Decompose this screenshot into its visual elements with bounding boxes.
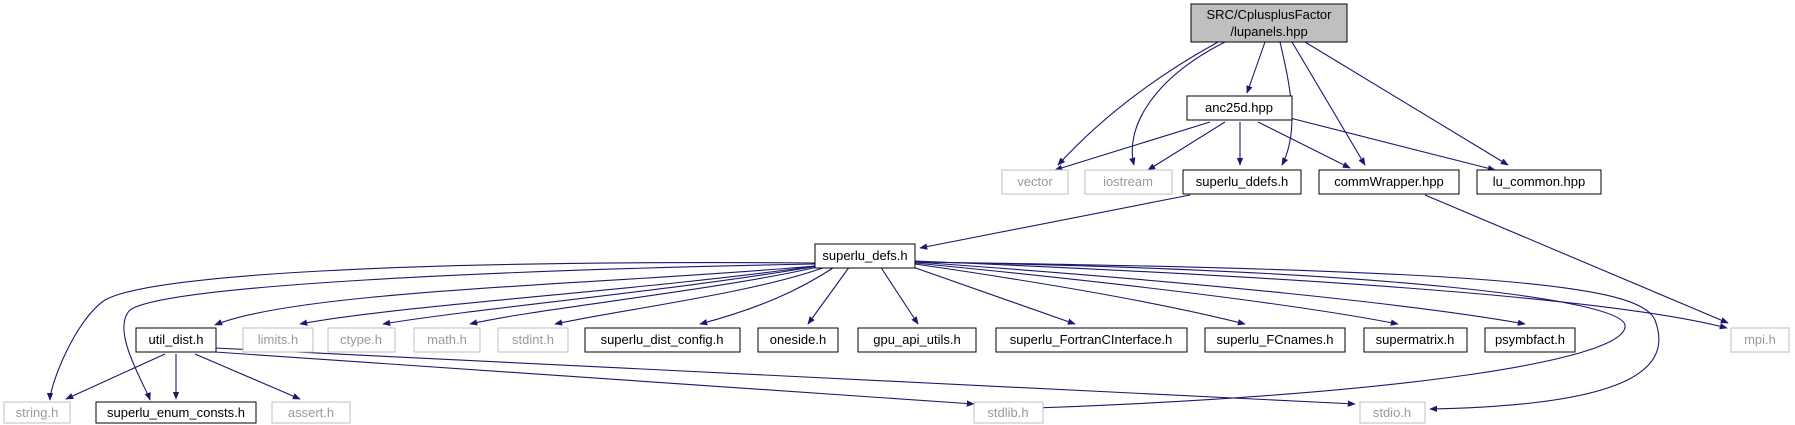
edge-superlu-defs-to-fcnames xyxy=(914,263,1246,326)
node-commwrapper-hpp[interactable]: commWrapper.hpp xyxy=(1318,169,1460,195)
svg-text:anc25d.hpp: anc25d.hpp xyxy=(1205,100,1273,115)
svg-text:assert.h: assert.h xyxy=(288,405,334,420)
nodes: SRC/CplusplusFactor /lupanels.hpp anc25d… xyxy=(3,3,1790,424)
edge-root-to-vector xyxy=(1057,41,1219,166)
node-supermatrix-h[interactable]: supermatrix.h xyxy=(1363,327,1468,353)
edge-superlu-defs-to-limits xyxy=(299,265,816,326)
svg-text:stdint.h: stdint.h xyxy=(512,332,554,347)
node-string-h[interactable]: string.h xyxy=(3,401,71,424)
svg-text:superlu_enum_consts.h: superlu_enum_consts.h xyxy=(107,405,245,420)
edge-superlu-defs-to-math xyxy=(469,265,823,326)
edge-superlu-defs-to-fortrancinterface xyxy=(909,265,1076,325)
node-superlu-fcnames-h[interactable]: superlu_FCnames.h xyxy=(1204,327,1346,353)
svg-text:supermatrix.h: supermatrix.h xyxy=(1376,332,1455,347)
node-lupanels-hpp-line1: SRC/CplusplusFactor xyxy=(1207,7,1333,22)
edge-superlu-defs-to-mpi xyxy=(914,260,1728,330)
node-stdlib-h[interactable]: stdlib.h xyxy=(973,401,1044,424)
svg-text:superlu_FortranCInterface.h: superlu_FortranCInterface.h xyxy=(1010,332,1173,347)
node-iostream[interactable]: iostream xyxy=(1084,169,1173,195)
node-superlu-fortrancinterface-h[interactable]: superlu_FortranCInterface.h xyxy=(995,327,1188,353)
node-lupanels-hpp[interactable]: SRC/CplusplusFactor /lupanels.hpp xyxy=(1190,3,1348,43)
node-superlu-ddefs-h[interactable]: superlu_ddefs.h xyxy=(1182,169,1302,195)
node-math-h[interactable]: math.h xyxy=(413,327,481,353)
edge-superlu-defs-to-stdint xyxy=(554,265,829,326)
svg-text:iostream: iostream xyxy=(1103,174,1153,189)
node-gpu-api-utils-h[interactable]: gpu_api_utils.h xyxy=(857,327,977,353)
edge-anc25d-to-lu-common xyxy=(1289,117,1496,172)
svg-text:psymbfact.h: psymbfact.h xyxy=(1495,332,1565,347)
svg-text:string.h: string.h xyxy=(16,405,59,420)
edge-util-dist-to-stdio xyxy=(214,347,1356,407)
svg-text:oneside.h: oneside.h xyxy=(770,332,826,347)
svg-text:mpi.h: mpi.h xyxy=(1744,332,1776,347)
svg-text:stdlib.h: stdlib.h xyxy=(987,405,1028,420)
node-anc25d-hpp[interactable]: anc25d.hpp xyxy=(1186,95,1293,121)
svg-text:ctype.h: ctype.h xyxy=(340,332,382,347)
edge-superlu-defs-to-stdlib xyxy=(914,261,1626,411)
edge-root-to-anc25d xyxy=(1246,41,1266,94)
edge-root-to-lu-common xyxy=(1304,41,1509,166)
node-vector[interactable]: vector xyxy=(1001,169,1069,195)
edge-util-dist-to-assert xyxy=(194,353,301,400)
edge-commwrapper-to-mpi xyxy=(1424,194,1729,324)
edge-superlu-defs-to-oneside xyxy=(807,265,851,325)
edge-superlu-defs-to-string xyxy=(46,262,816,401)
edge-superlu-defs-to-supermatrix xyxy=(914,262,1399,326)
node-mpi-h[interactable]: mpi.h xyxy=(1730,327,1790,353)
edge-superlu-defs-to-superlu-dist-config xyxy=(699,265,837,326)
edge-root-to-iostream xyxy=(1129,41,1226,166)
node-lu-common-hpp[interactable]: lu_common.hpp xyxy=(1476,169,1602,195)
edges xyxy=(46,41,1729,413)
node-limits-h[interactable]: limits.h xyxy=(242,327,314,353)
edge-superlu-defs-to-enum-consts xyxy=(123,263,816,401)
node-stdint-h[interactable]: stdint.h xyxy=(497,327,569,353)
edge-superlu-defs-to-util-dist xyxy=(214,265,816,326)
node-superlu-defs-h[interactable]: superlu_defs.h xyxy=(814,243,916,269)
node-assert-h[interactable]: assert.h xyxy=(271,401,351,424)
edge-root-to-commwrapper xyxy=(1291,41,1366,166)
edge-superlu-defs-to-gpu-api-utils xyxy=(879,265,919,325)
edge-superlu-defs-to-stdio xyxy=(914,261,1660,413)
svg-text:stdio.h: stdio.h xyxy=(1373,405,1411,420)
node-ctype-h[interactable]: ctype.h xyxy=(327,327,396,353)
edge-anc25d-to-vector xyxy=(1054,121,1211,171)
node-superlu-dist-config-h[interactable]: superlu_dist_config.h xyxy=(584,327,741,353)
svg-text:superlu_FCnames.h: superlu_FCnames.h xyxy=(1216,332,1333,347)
node-psymbfact-h[interactable]: psymbfact.h xyxy=(1484,327,1576,353)
node-util-dist-h[interactable]: util_dist.h xyxy=(135,327,217,353)
svg-text:superlu_ddefs.h: superlu_ddefs.h xyxy=(1196,174,1289,189)
node-stdio-h[interactable]: stdio.h xyxy=(1359,401,1426,424)
edge-anc25d-to-iostream xyxy=(1147,121,1226,171)
svg-text:vector: vector xyxy=(1017,174,1053,189)
svg-text:math.h: math.h xyxy=(427,332,467,347)
edge-superlu-defs-to-psymbfact xyxy=(914,261,1526,326)
svg-text:lu_common.hpp: lu_common.hpp xyxy=(1493,174,1586,189)
edge-superlu-defs-to-ctype xyxy=(382,265,819,326)
edge-util-dist-to-stdlib xyxy=(214,351,975,407)
node-lupanels-hpp-line2: /lupanels.hpp xyxy=(1230,24,1307,39)
node-superlu-enum-consts-h[interactable]: superlu_enum_consts.h xyxy=(95,401,257,424)
svg-text:util_dist.h: util_dist.h xyxy=(149,332,204,347)
svg-text:commWrapper.hpp: commWrapper.hpp xyxy=(1334,174,1444,189)
node-oneside-h[interactable]: oneside.h xyxy=(757,327,839,353)
svg-text:gpu_api_utils.h: gpu_api_utils.h xyxy=(873,332,960,347)
svg-text:limits.h: limits.h xyxy=(258,332,298,347)
svg-text:superlu_dist_config.h: superlu_dist_config.h xyxy=(601,332,724,347)
edge-anc25d-to-commwrapper xyxy=(1257,121,1351,169)
svg-text:superlu_defs.h: superlu_defs.h xyxy=(822,248,907,263)
edge-superlu-ddefs-to-superlu-defs xyxy=(919,194,1191,250)
edge-util-dist-to-string xyxy=(65,353,166,400)
